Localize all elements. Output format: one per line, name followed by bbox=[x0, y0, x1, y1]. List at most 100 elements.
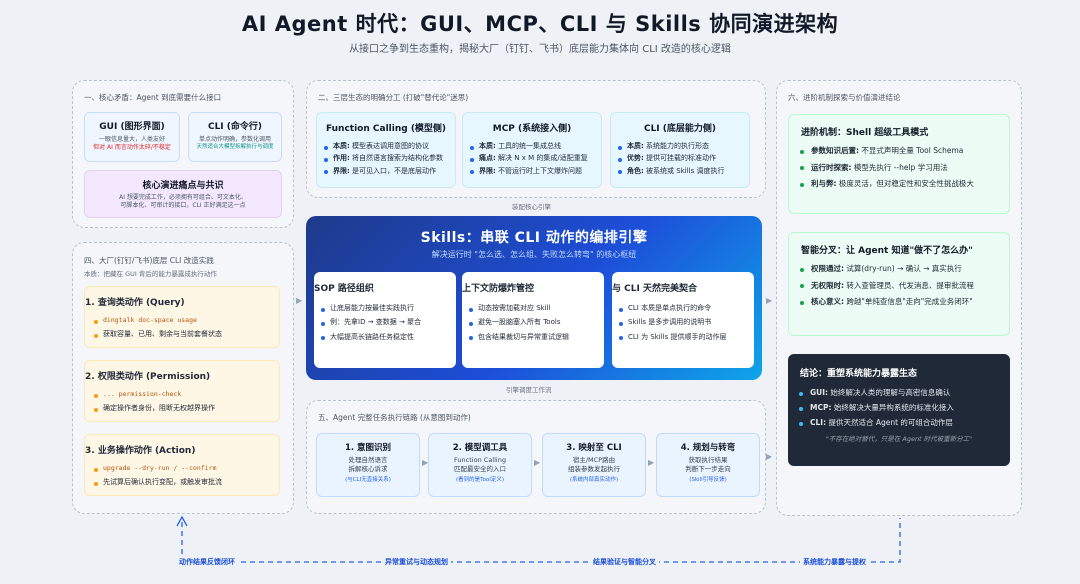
gui-card-line1: 一眼信息量大，人类友好 bbox=[98, 136, 165, 143]
execution-step-line1: 宿主/MCP路由 bbox=[572, 456, 616, 464]
arrow-right-icon: ▶ bbox=[296, 296, 303, 305]
shell-item: 参数知识后置: 不显式声明全量 Tool Schema bbox=[799, 146, 999, 157]
layer-card: CLI (底层能力侧) 本质: 系统能力的执行形态优势: 提供可挂载的标准动作角色… bbox=[610, 112, 750, 188]
smart-item: 无权限时: 转入查管理员、代发消息、提审批流程 bbox=[799, 281, 999, 292]
feedback-label: 系统能力暴露与提权 bbox=[800, 557, 869, 567]
skills-engine-panel: Skills：串联 CLI 动作的编排引擎 解决运行时 "怎么选、怎么组、失败怎… bbox=[306, 216, 762, 380]
cli-practice-title: 3. 业务操作动作 (Action) bbox=[85, 446, 196, 456]
arrow-right-icon: ▶ bbox=[534, 458, 541, 467]
execution-step-line1: 处理自然语言 bbox=[348, 456, 388, 464]
cli-card-line2: 天然适合大模型拆解执行与调度 bbox=[196, 144, 274, 151]
cli-practice-desc: 确定操作者身份，阻断无权越界操作 bbox=[93, 404, 271, 413]
conclusion-title: 结论：重塑系统能力暴露生态 bbox=[800, 369, 918, 379]
layer-card-item: 界限: 是可见入口，不是底层动作 bbox=[323, 167, 449, 176]
cli-practice-list: upgrade --dry-run / --confirm 先试算后确认执行变配，… bbox=[93, 464, 271, 488]
conclusion-item: MCP: 始终解决大量异构系统的标准化接入 bbox=[798, 403, 1000, 413]
skills-feature-card: SOP 路径组织让底层能力按最佳实践执行例：先拿ID → 查数据 → 聚合大幅提… bbox=[314, 272, 456, 368]
conclusion-card: 结论：重塑系统能力暴露生态 GUI: 始终解决人类的理解与高密信息确认 MCP:… bbox=[788, 354, 1010, 466]
arrow-right-icon: ▶ bbox=[422, 458, 429, 467]
gui-card-title: GUI (图形界面) bbox=[99, 122, 165, 132]
cli-practice-title: 2. 权限类动作 (Permission) bbox=[85, 372, 211, 382]
layer-card-title: MCP (系统接入侧) bbox=[492, 124, 572, 134]
layer-card-list: 本质: 系统能力的执行形态优势: 提供可挂载的标准动作角色: 被系统或 Skil… bbox=[617, 142, 743, 176]
cli-practice-title: 1. 查询类动作 (Query) bbox=[85, 298, 185, 308]
cli-practice-box: 3. 业务操作动作 (Action) upgrade --dry-run / --… bbox=[84, 434, 280, 496]
layer-card: Function Calling (模型侧) 本质: 模型表达调用意图的协议作用:… bbox=[316, 112, 456, 188]
arrow-right-icon: ▶ bbox=[766, 452, 773, 461]
cli-card: CLI (命令行) 单点动作明确，参数化调用 天然适合大模型拆解执行与调度 bbox=[188, 112, 282, 162]
execution-step-line2: 拆解核心诉求 bbox=[348, 465, 388, 474]
cli-card-title: CLI (命令行) bbox=[207, 122, 263, 132]
layer-card-item: 本质: 系统能力的执行形态 bbox=[617, 142, 743, 151]
assemble-engine-label: 装配核心引擎 bbox=[508, 200, 555, 212]
skills-feature-item: CLI 本质是单点执行的命令 bbox=[618, 304, 748, 313]
execution-step-line2: 匹配最安全的入口 bbox=[454, 465, 506, 474]
cli-practice-desc: 先试算后确认执行变配，或触发审批流 bbox=[93, 478, 271, 487]
engine-dispatch-label: 引擎调度工作流 bbox=[502, 383, 556, 395]
feedback-label: 异常重试与动态规划 bbox=[382, 557, 451, 567]
smart-item: 权限通过: 试算(dry-run) → 确认 → 真实执行 bbox=[799, 264, 999, 275]
execution-step-line2: 判断下一步走向 bbox=[685, 465, 731, 474]
skills-feature-item: 例：先拿ID → 查数据 → 聚合 bbox=[320, 318, 450, 327]
arrow-right-icon: ▶ bbox=[766, 296, 773, 305]
core-consensus-title: 核心演进痛点与共识 bbox=[142, 181, 224, 191]
execution-step-title: 3. 映射至 CLI bbox=[566, 443, 622, 453]
cli-command: upgrade --dry-run / --confirm bbox=[93, 464, 271, 473]
layer-card-list: 本质: 工具的统一集成总线痛点: 解决 N x M 的集成/适配重复界限: 不管… bbox=[469, 142, 595, 176]
skills-feature-item: 让底层能力按最佳实践执行 bbox=[320, 304, 450, 313]
shell-mode-card: 进阶机制：Shell 超级工具模式 参数知识后置: 不显式声明全量 Tool S… bbox=[788, 114, 1010, 214]
layer-card-list: 本质: 模型表达调用意图的协议作用: 将自然语言搜索为结构化参数界限: 是可见入… bbox=[323, 142, 449, 176]
execution-step-title: 2. 模型调工具 bbox=[452, 443, 508, 453]
skills-feature-title: 与 CLI 天然完美契合 bbox=[612, 284, 697, 294]
cli-practice-box: 2. 权限类动作 (Permission) ... permission-chec… bbox=[84, 360, 280, 422]
core-consensus-card: 核心演进痛点与共识 AI 想要完成工作，必须拥有可组合、可文本化、 可脚本化、可… bbox=[84, 170, 282, 218]
layer-card-title: Function Calling (模型侧) bbox=[325, 124, 447, 134]
layer-card: MCP (系统接入侧) 本质: 工具的统一集成总线痛点: 解决 N x M 的集成… bbox=[462, 112, 602, 188]
layer-card-title: CLI (底层能力侧) bbox=[643, 124, 717, 134]
section-2-title: 二、三层生态的明确分工 (打破"替代论"迷思) bbox=[318, 93, 469, 102]
cli-card-line1: 单点动作明确，参数化调用 bbox=[198, 136, 271, 143]
skills-feature-item: 包含结果裁切与异常重试逻辑 bbox=[468, 333, 598, 342]
section-5-title: 五、Agent 完整任务执行链路 (从意图到动作) bbox=[318, 413, 471, 422]
section-6-title: 六、进阶机制探索与价值演进结论 bbox=[788, 93, 901, 102]
shell-mode-title: 进阶机制：Shell 超级工具模式 bbox=[801, 128, 929, 138]
shell-mode-list: 参数知识后置: 不显式声明全量 Tool Schema 运行时探索: 模型先执行… bbox=[799, 146, 999, 190]
execution-step-note: (看到的是Tool定义) bbox=[456, 477, 504, 484]
cli-practice-desc: 获取容量、已用、剩余与当前套餐状态 bbox=[93, 330, 271, 339]
cli-practice-list: ... permission-check 确定操作者身份，阻断无权越界操作 bbox=[93, 390, 271, 414]
execution-step: 4. 规划与转弯获取执行结果判断下一步走向(Skill引导反馈) bbox=[656, 433, 760, 497]
section-4-title: 四、大厂(钉钉/飞书)底层 CLI 改造实践 bbox=[84, 256, 214, 265]
cli-command: ... permission-check bbox=[93, 390, 271, 399]
cli-practice-box: 1. 查询类动作 (Query) dingtalk doc-space usage… bbox=[84, 286, 280, 348]
smart-fork-title: 智能分叉：让 Agent 知道"做不了怎么办" bbox=[801, 246, 973, 256]
conclusion-item: CLI: 提供天然适合 Agent 的可组合动作层 bbox=[798, 418, 1000, 428]
page-subtitle: 从接口之争到生态重构，揭秘大厂（钉钉、飞书）底层能力集体向 CLI 改造的核心逻… bbox=[349, 44, 731, 55]
skills-feature-item: 大幅提高长链路任务稳定性 bbox=[320, 333, 450, 342]
skills-feature-item: 避免一股脑塞入所有 Tools bbox=[468, 318, 598, 327]
layer-card-item: 角色: 被系统或 Skills 调度执行 bbox=[617, 167, 743, 176]
core-consensus-line1: AI 想要完成工作，必须拥有可组合、可文本化、 bbox=[119, 194, 247, 201]
section-1-title: 一、核心矛盾：Agent 到底需要什么接口 bbox=[84, 93, 222, 102]
page-title: AI Agent 时代：GUI、MCP、CLI 与 Skills 协同演进架构 bbox=[241, 12, 839, 36]
skills-feature-title: SOP 路径组织 bbox=[314, 284, 374, 294]
gui-card: GUI (图形界面) 一眼信息量大，人类友好 但对 AI 而言动作太碎/不稳定 bbox=[84, 112, 180, 162]
core-consensus-line2: 可脚本化、可审计的接口，CLI 正好满足这一点 bbox=[120, 202, 246, 210]
section-4-note: 本质：把藏在 GUI 背后的能力暴露成执行动作 bbox=[84, 270, 217, 278]
skills-title: Skills：串联 CLI 动作的编排引擎 bbox=[420, 230, 648, 246]
layer-card-item: 优势: 提供可挂载的标准动作 bbox=[617, 154, 743, 163]
execution-step: 1. 意图识别处理自然语言拆解核心诉求(与CLI无直接关系) bbox=[316, 433, 420, 497]
arrow-right-icon: ▶ bbox=[648, 458, 655, 467]
layer-card-item: 界限: 不管运行时上下文爆炸问题 bbox=[469, 167, 595, 176]
execution-step-note: (Skill引导反馈) bbox=[689, 477, 727, 484]
execution-step-note: (系统内部真实动作) bbox=[569, 477, 619, 484]
feedback-label: 动作结果反馈闭环 bbox=[176, 557, 238, 567]
skills-feature-list: 让底层能力按最佳实践执行例：先拿ID → 查数据 → 聚合大幅提高长链路任务稳定… bbox=[320, 304, 450, 342]
gui-card-line2: 但对 AI 而言动作太碎/不稳定 bbox=[93, 144, 171, 152]
shell-item: 运行时探索: 模型先执行 --help 学习用法 bbox=[799, 163, 999, 174]
